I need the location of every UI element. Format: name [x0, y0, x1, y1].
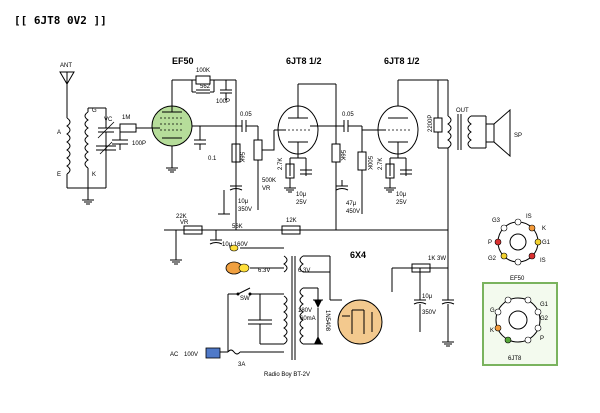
- tube-6jt8-1: 6JT8 1/2 2.7K 10μ 25V: [273, 56, 322, 206]
- diode-2-icon: [314, 336, 322, 344]
- c-01-label: 0.1: [208, 156, 217, 162]
- coil-e-label: E: [57, 172, 61, 178]
- r-56k-b-label: 56K: [339, 150, 345, 161]
- c-005a-label: 0.05: [240, 112, 252, 118]
- pilot-lamp-bulb-icon: [238, 263, 250, 273]
- c-10u-25v-b-label: 10μ: [396, 192, 407, 198]
- out-label: OUT: [456, 108, 469, 114]
- grid-leak: 1M 100P: [106, 115, 152, 150]
- antenna-symbol: ANT: [59, 63, 75, 100]
- c-100p-grid-label: 100P: [132, 141, 146, 147]
- tube-6x4-title: 6X4: [350, 250, 366, 260]
- ef50-basing-diagram: EF50 G3 IS K G1 IS P G2: [488, 214, 551, 282]
- c-450v-label: 450V: [346, 209, 360, 215]
- v63-b-label: 6.3V: [298, 268, 310, 274]
- sw-label: SW: [240, 296, 250, 302]
- c-10u-350v-label: 10μ: [238, 199, 249, 205]
- power-section: 1K 3W 10μ 350V 6X4 6.3V 6.3V: [170, 230, 455, 378]
- c-10u-350v-b-label: 10μ: [422, 294, 433, 300]
- jt8-pin-k-label: K: [490, 328, 494, 334]
- ma60-label: 60mA: [300, 316, 316, 322]
- pilot-lamp-2-icon: [229, 244, 239, 252]
- coil-k-label: K: [92, 172, 96, 178]
- c-562-label: 562: [200, 84, 211, 90]
- c-25v-a-label: 25V: [296, 200, 307, 206]
- input-coil: A E G K: [57, 100, 106, 205]
- c-47u-label: 47μ: [346, 201, 357, 207]
- tube1-title: 6JT8 1/2: [286, 56, 322, 66]
- ac-label: AC: [170, 352, 179, 358]
- v180-label: 180V: [298, 308, 312, 314]
- ef50-pin-is-b-label: IS: [540, 258, 546, 264]
- stage1-load: 56K 0.05 500K 47μ 450V: [298, 83, 372, 230]
- jt8-pin-g1-label: G1: [540, 302, 549, 308]
- ef50-title: EF50: [172, 56, 194, 66]
- vr-label: VR: [262, 186, 271, 192]
- r-1k-3w-label: 1K 3W: [428, 256, 446, 262]
- sp-label: SP: [514, 133, 522, 139]
- fuse-label: 3A: [238, 362, 245, 368]
- ef50-plate-network: 0.1 56K 10μ 350V: [166, 125, 252, 215]
- ef50-pin-g3-label: G3: [492, 218, 501, 224]
- r-56k-c-label: 56K: [232, 224, 243, 230]
- r-27k-b-label: 2.7K: [378, 158, 384, 170]
- r-56k-label: 56K: [238, 152, 244, 163]
- jt8-basing-title: 6JT8: [508, 356, 522, 362]
- tube-6jt8-2: 6JT8 1/2 2.7K 10μ 25V: [362, 56, 448, 206]
- speaker: SP: [485, 108, 522, 158]
- ef50-pin-k-label: K: [542, 226, 546, 232]
- diode-1-icon: [314, 300, 322, 308]
- c-350v-label: 350V: [238, 207, 252, 213]
- jt8-basing-diagram: 6JT8 G K G1 G2 P: [482, 282, 558, 366]
- ef50-pin-p-label: P: [488, 240, 492, 246]
- ef50-basing-title: EF50: [510, 276, 525, 282]
- r-12k-label: 12K: [286, 218, 297, 224]
- c-100p-plate-label: 100P: [216, 99, 230, 105]
- ef50-screen-network: 100K 562 100P: [171, 68, 237, 230]
- jt8-pin-g-label: G: [490, 308, 495, 314]
- c-350v-b-label: 350V: [422, 310, 436, 316]
- c-2200p-label: 2200P: [428, 115, 434, 132]
- r-100k-label: 100K: [196, 68, 210, 74]
- r-500k-vr-label: 500K: [262, 178, 276, 184]
- v100-label: 100V: [184, 352, 198, 358]
- coil-a-label: A: [57, 130, 61, 136]
- ef50-pin-g2-label: G2: [488, 256, 497, 262]
- variable-capacitor: VC: [88, 108, 116, 189]
- vc-label: VC: [104, 117, 113, 123]
- transformer-label: Radio Boy BT-2V: [264, 372, 310, 378]
- output-transformer: OUT 2200P: [428, 80, 486, 230]
- jt8-pin-p-label: P: [540, 336, 544, 342]
- schematic-title: [[ 6JT8 0V2 ]]: [14, 14, 107, 27]
- ef50-pin-is-a-label: IS: [526, 214, 532, 220]
- r-22k-label: 22K: [176, 214, 187, 220]
- r-27k-label: 2.7K: [278, 158, 284, 170]
- coupling-cap-1: 0.05 500K VR: [236, 112, 276, 210]
- tube2-title: 6JT8 1/2: [384, 56, 420, 66]
- coil-g-label: G: [92, 108, 97, 114]
- c-25v-b-label: 25V: [396, 200, 407, 206]
- tube-6x4-envelope: [337, 299, 383, 345]
- c-005b-label: 0.05: [342, 112, 354, 118]
- ef50-pin-g1-label: G1: [542, 240, 551, 246]
- ef50-tube: EF50: [151, 56, 200, 162]
- r-1m-label: 1M: [122, 115, 130, 121]
- c-10u-25v-a-label: 10μ: [296, 192, 307, 198]
- diode-label: 1N5408: [324, 310, 330, 332]
- vr2-label: VR: [180, 220, 189, 226]
- r-500k-label: 500K: [366, 156, 372, 170]
- jt8-pin-g2-label: G2: [540, 316, 549, 322]
- ac-plug-icon: [205, 347, 221, 359]
- v63-a-label: 6.3V: [258, 268, 270, 274]
- ant-label: ANT: [60, 63, 72, 69]
